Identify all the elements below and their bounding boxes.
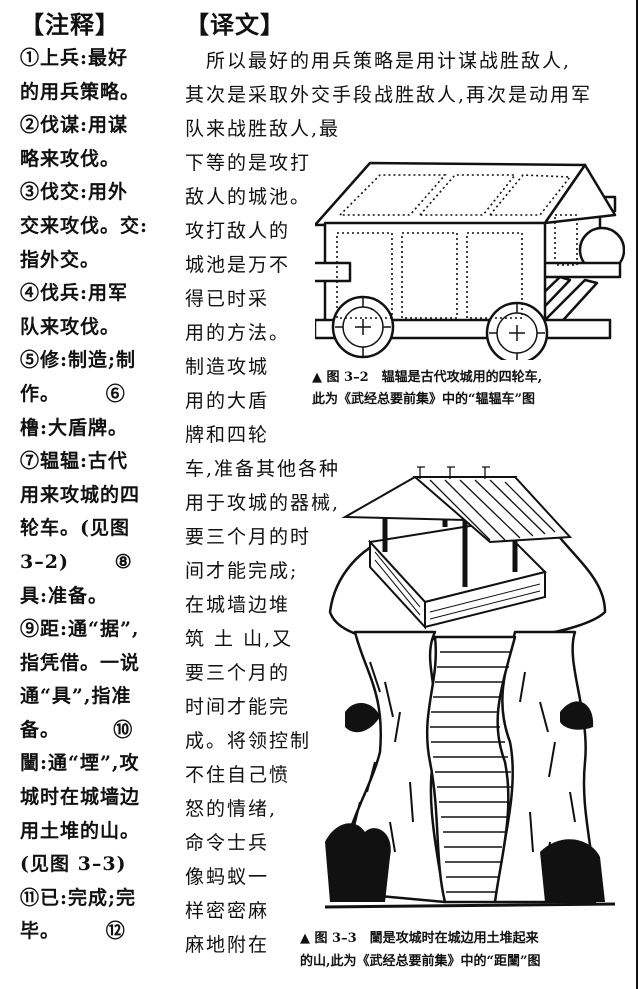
translation-line: 敌人的城池。 (185, 186, 312, 208)
note-line: 用土堆的山。 (20, 819, 141, 842)
note-line: 3–2) ⑧ (20, 550, 133, 573)
siege-mound-illustration (325, 466, 616, 909)
translation-line: 像蚂蚁一 (185, 866, 270, 888)
translation-line: 制造攻城 (185, 356, 270, 378)
translation-line: 成。将领控制 (185, 730, 312, 752)
note-line: 具:准备。 (20, 584, 109, 607)
translation-line: 命令士兵 (185, 832, 270, 854)
translation-line: 怒的情绪, (185, 798, 278, 820)
translation-line: 得已时采 (185, 288, 270, 310)
translation-line: 麻地附在 (185, 934, 270, 956)
note-line: ③伐交:用外 (20, 181, 129, 204)
note-line: ④伐兵:用军 (20, 282, 129, 305)
translation-line: 在城墙边堆 (185, 594, 291, 616)
translation-line: 其次是采取外交手段战胜敌人,再次是动用军 (185, 84, 593, 106)
page-border (636, 0, 638, 989)
note-line: 备。 ⑩ (20, 718, 134, 741)
notes-column: 【注释】 ①上兵:最好 的用兵策略。 ②伐谋:用谋 略来攻伐。 ③伐交:用外 交… (20, 8, 160, 949)
translation-line: 要三个月的 (185, 662, 291, 684)
figure-3-2-caption-line1: ▲ 图 3–2 辒辒是古代攻城用的四轮车, (312, 370, 543, 385)
note-line: 指外交。 (20, 248, 101, 271)
translation-line: 筑 土 山,又 (185, 628, 294, 650)
note-line: 作。 ⑥ (20, 382, 126, 405)
note-line: 轮车。(见图 (20, 517, 130, 540)
figure-siege-mound (325, 462, 620, 917)
note-line: ⑪已:完成;完 (20, 886, 137, 909)
translation-line: 车,准备其他各种 (185, 458, 341, 480)
figure-3-3-caption-line2: 的山,此为《武经总要前集》中的“距闉”图 (300, 954, 541, 969)
note-line: ⑤修:制造;制 (20, 349, 137, 372)
translation-line: 攻打敌人的 (185, 220, 291, 242)
translation-line: 用的大盾 (185, 390, 270, 412)
note-line: ②伐谋:用谋 (20, 114, 129, 137)
note-line: ⑨距:通“据”, (20, 618, 140, 641)
translation-column: 【译文】 所以最好的用兵策略是用计谋战胜敌人, 其次是采取外交手段战胜敌人,再次… (185, 8, 590, 956)
translation-line: 不住自己愤 (185, 764, 291, 786)
translation-line: 要三个月的时 (185, 526, 312, 548)
translation-line: 用于攻城的器械, (185, 492, 341, 514)
translation-line: 所以最好的用兵策略是用计谋战胜敌人, (185, 50, 572, 72)
figure-3-3-caption-line1: ▲ 图 3–3 闉是攻城时在城边用土堆起来 (300, 931, 539, 946)
note-line: 队来攻伐。 (20, 315, 121, 338)
figure-siege-cart (315, 145, 625, 360)
notes-heading: 【注释】 (20, 10, 120, 39)
note-line: 毕。 ⑫ (20, 920, 126, 943)
translation-line: 样密密麻 (185, 900, 270, 922)
note-line: 城时在城墙边 (20, 786, 141, 809)
figure-3-2-caption-line2: 此为《武经总要前集》中的“辒辒车”图 (312, 392, 535, 407)
note-line: 橹:大盾牌。 (20, 416, 129, 439)
note-line: 闉:通“堙”,攻 (20, 752, 140, 775)
translation-line: 间才能完成; (185, 560, 299, 582)
translation-line: 城池是万不 (185, 254, 291, 276)
siege-cart-illustration (315, 161, 625, 360)
note-line: 的用兵策略。 (20, 80, 141, 103)
translation-heading: 【译文】 (185, 10, 285, 39)
note-line: 用来攻城的四 (20, 483, 141, 506)
translation-line: 下等的是攻打 (185, 152, 312, 174)
note-line: 通“具”,指准 (20, 685, 132, 708)
translation-line: 时间才能完 (185, 696, 291, 718)
note-line: 略来攻伐。 (20, 147, 121, 170)
translation-line: 用的方法。 (185, 322, 291, 344)
note-line: (见图 3–3) (20, 853, 127, 876)
note-line: ①上兵:最好 (20, 47, 129, 69)
note-line: 指凭借。一说 (20, 651, 141, 674)
note-line: 交来攻伐。交: (20, 214, 149, 237)
translation-line: 队来战胜敌人,最 (185, 118, 341, 140)
translation-line: 牌和四轮 (185, 424, 270, 446)
note-line: ⑦辒辒:古代 (20, 450, 129, 473)
